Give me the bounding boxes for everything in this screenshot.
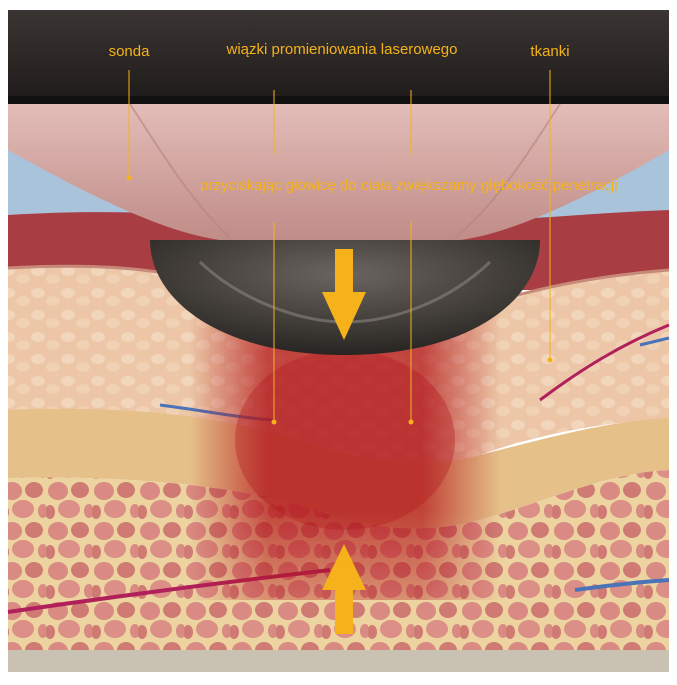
base-strip [8,650,669,672]
label-tissues: tkanki [505,42,595,62]
label-laser-beams: wiązki promieniowania laserowego [222,40,462,60]
label-probe: sonda [84,42,174,62]
label-laser-beams-line1: wiązki promieniowania [227,41,377,58]
label-pressure-note-line1: przyciskając głowicę do ciała [200,177,392,194]
label-pressure-note-line2: zwiększamy głębokość penetracji [396,177,618,194]
label-laser-beams-line2: laserowego [381,41,458,58]
label-pressure-note: przyciskając głowicę do ciała zwiększamy… [200,176,490,196]
